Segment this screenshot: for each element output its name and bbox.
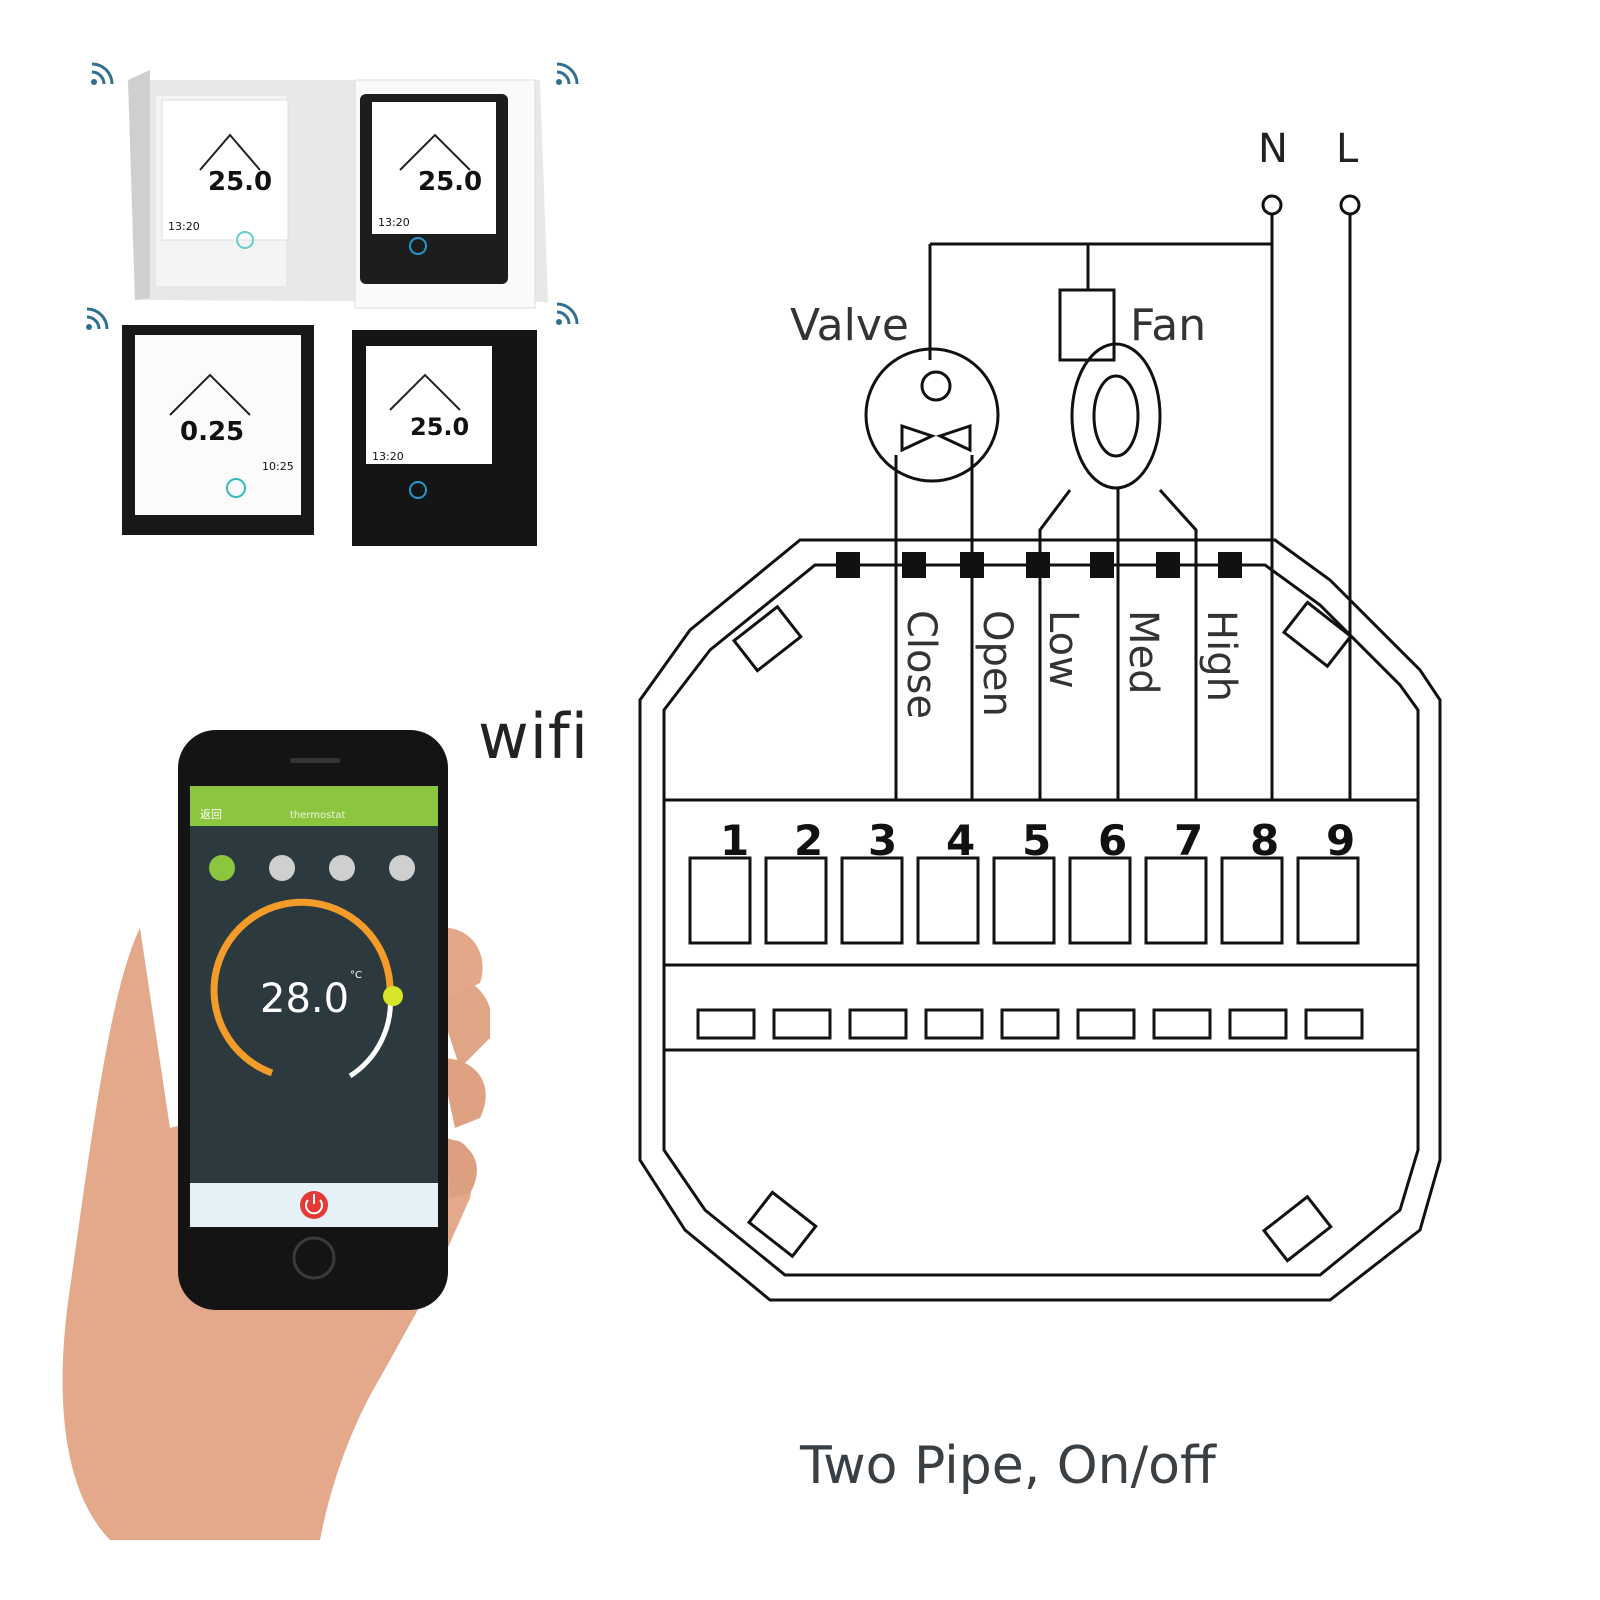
terminal-number-1: 1 — [720, 816, 749, 865]
temperature-ring — [210, 898, 394, 1077]
wifi-signal-icon — [86, 307, 109, 330]
terminal-number-2: 2 — [794, 816, 823, 865]
temperature-unit: °C — [350, 970, 362, 981]
mode-manual-icon[interactable] — [269, 855, 295, 881]
thermo2-temp: 25.0 — [418, 167, 482, 197]
terminal-number-9: 9 — [1326, 816, 1355, 865]
label-close: Close — [898, 610, 944, 719]
wifi-label: wifi — [478, 700, 589, 773]
diagram-caption: Two Pipe, On/off — [800, 1436, 1216, 1496]
wifi-signal-icon — [91, 62, 114, 85]
app-title: thermostat — [290, 810, 345, 821]
terminal-number-3: 3 — [868, 816, 897, 865]
thermo3-time: 10:25 — [262, 460, 294, 473]
thermo4-temp: 25.0 — [410, 413, 469, 441]
label-fan: Fan — [1130, 300, 1206, 351]
phone-in-hand: 返回 thermostat 28.0 °C — [62, 730, 490, 1540]
thermostat-black-1: 0.25 10:25 — [122, 325, 314, 535]
terminal-l-symbol — [1339, 194, 1361, 216]
terminal-number-7: 7 — [1174, 816, 1203, 865]
home-button[interactable] — [292, 1236, 336, 1280]
thermostat-black-bezel: 25.0 13:20 — [354, 79, 536, 309]
temperature-value: 28.0 — [260, 976, 349, 1022]
thermostat-collection: 25.0 13:20 25.0 13:20 0.25 10:25 25.0 13… — [86, 62, 579, 546]
label-high: High — [1198, 610, 1244, 702]
thermo1-time: 13:20 — [168, 220, 200, 233]
thermo3-temp: 0.25 — [180, 417, 244, 447]
terminal-number-5: 5 — [1022, 816, 1051, 865]
thermo1-temp: 25.0 — [208, 167, 272, 197]
wifi-signal-icon — [556, 62, 579, 85]
mode-auto-icon[interactable] — [209, 855, 235, 881]
wifi-signal-icon — [556, 302, 579, 325]
label-valve: Valve — [790, 300, 909, 351]
label-l: L — [1336, 126, 1359, 172]
back-button[interactable]: 返回 — [200, 808, 222, 821]
thermostat-black-2: 25.0 13:20 — [352, 330, 537, 546]
label-low: Low — [1040, 610, 1086, 689]
terminal-number-8: 8 — [1250, 816, 1279, 865]
terminal-number-4: 4 — [946, 816, 975, 865]
power-icon[interactable] — [300, 1191, 328, 1219]
wiring-diagram: N L Valve Fan Close Open Low Med High 1 … — [638, 126, 1442, 1302]
thermo2-time: 13:20 — [378, 216, 410, 229]
label-open: Open — [974, 610, 1020, 717]
app-header — [190, 786, 438, 826]
temperature-slider-knob[interactable] — [383, 986, 403, 1006]
motor-valve-icon — [864, 347, 1000, 483]
label-med: Med — [1120, 610, 1166, 695]
terminal-n-symbol — [1261, 194, 1283, 216]
mode-lock-icon[interactable] — [389, 855, 415, 881]
label-n: N — [1258, 126, 1288, 172]
mode-eco-icon[interactable] — [329, 855, 355, 881]
fan-blower-icon — [1070, 342, 1162, 490]
terminal-number-6: 6 — [1098, 816, 1127, 865]
thermo4-time: 13:20 — [372, 450, 404, 463]
